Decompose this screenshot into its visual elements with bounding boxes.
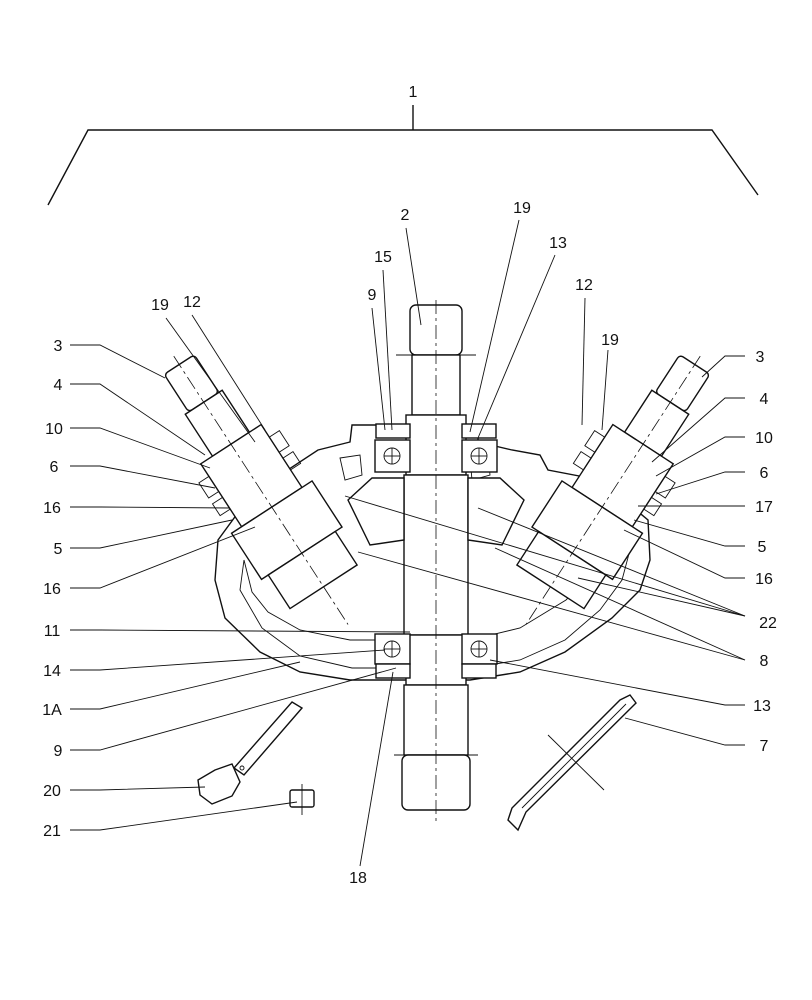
bevel-gears xyxy=(347,477,525,546)
callout-1A: 1A xyxy=(42,702,62,719)
callout-5-left: 5 xyxy=(54,541,63,558)
callout-22: 22 xyxy=(759,615,777,632)
callout-3-right: 3 xyxy=(756,349,765,366)
leader-lines xyxy=(70,219,746,867)
callout-7: 7 xyxy=(760,738,769,755)
callout-16-left-b: 16 xyxy=(43,581,61,598)
right-output-assembly xyxy=(515,355,710,625)
callout-20: 20 xyxy=(43,783,61,800)
callout-8: 8 xyxy=(760,653,769,670)
callout-14: 14 xyxy=(43,663,61,680)
callout-12-right: 12 xyxy=(575,277,593,294)
callout-18: 18 xyxy=(349,870,367,887)
dipstick xyxy=(507,694,637,832)
callout-16-right: 16 xyxy=(755,571,773,588)
callout-10-left: 10 xyxy=(45,421,63,438)
callout-3-left: 3 xyxy=(54,338,63,355)
callout-labels: 1 2 19 13 15 9 12 19 12 19 3 4 10 6 16 5… xyxy=(42,84,777,887)
left-output-assembly xyxy=(164,355,359,625)
callout-11: 11 xyxy=(44,623,61,640)
callout-2: 2 xyxy=(401,207,410,224)
main-shaft xyxy=(394,300,478,825)
callout-12-left: 12 xyxy=(183,294,201,311)
callout-15: 15 xyxy=(374,249,392,266)
bearings xyxy=(374,423,498,679)
callout-16-left-a: 16 xyxy=(43,500,61,517)
callout-19-left: 19 xyxy=(151,297,169,314)
callout-4-left: 4 xyxy=(54,377,63,394)
callout-4-right: 4 xyxy=(760,391,769,408)
callout-13-top: 13 xyxy=(549,235,567,252)
callout-17: 17 xyxy=(755,499,773,516)
callout-21: 21 xyxy=(43,823,61,840)
callout-19-top: 19 xyxy=(513,200,531,217)
callout-9-top: 9 xyxy=(368,287,377,304)
plug xyxy=(289,784,315,815)
callout-6-left: 6 xyxy=(50,459,59,476)
callout-6-right: 6 xyxy=(760,465,769,482)
callout-9-bottom: 9 xyxy=(54,743,63,760)
callout-10-right: 10 xyxy=(755,430,773,447)
callout-5-right: 5 xyxy=(758,539,767,556)
assembly-bracket xyxy=(47,105,759,206)
callout-13-bottom: 13 xyxy=(753,698,771,715)
breather xyxy=(197,701,304,805)
callout-1: 1 xyxy=(409,84,418,101)
callout-19-right: 19 xyxy=(601,332,619,349)
